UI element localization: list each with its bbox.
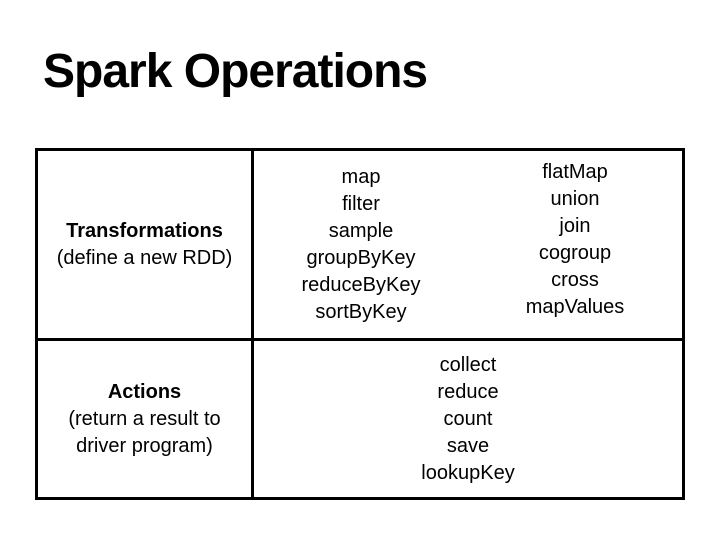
actions-operations-cell: collect reduce count save lookupKey (254, 341, 682, 497)
operation-item: cross (551, 268, 599, 291)
transformations-header-cell: Transformations (define a new RDD) (38, 151, 254, 341)
operation-item: save (446, 434, 490, 457)
operation-item: sortByKey (315, 300, 407, 323)
operation-item: collect (439, 353, 497, 376)
operation-item: union (550, 187, 600, 210)
actions-operations-list: collect reduce count save lookupKey (421, 352, 514, 487)
operation-item: count (443, 407, 493, 430)
transformations-operations-column-1: map filter sample groupByKey reduceByKey… (254, 164, 468, 326)
operation-item: map (341, 165, 381, 188)
transformations-operations-column-2: flatMap union join cogroup cross mapValu… (468, 159, 682, 321)
transformations-description: (define a new RDD) (56, 246, 233, 269)
actions-description-line-2: driver program) (76, 434, 213, 457)
slide-title: Spark Operations (43, 45, 428, 98)
operation-item: sample (328, 219, 394, 242)
actions-label: Actions (107, 380, 182, 403)
operation-item: groupByKey (306, 246, 416, 269)
actions-header-cell: Actions (return a result to driver progr… (38, 341, 254, 497)
operation-item: filter (342, 192, 380, 215)
operation-item: lookupKey (421, 461, 515, 484)
operation-item: cogroup (538, 241, 612, 264)
transformations-operations-cell: map filter sample groupByKey reduceByKey… (254, 151, 682, 341)
operation-item: join (559, 214, 591, 237)
operation-item: mapValues (525, 295, 625, 318)
operations-table: Transformations (define a new RDD) map f… (35, 148, 685, 500)
operation-item: flatMap (542, 160, 608, 183)
transformations-label: Transformations (66, 219, 223, 242)
operation-item: reduce (437, 380, 499, 403)
operation-item: reduceByKey (301, 273, 421, 296)
actions-description-line-1: (return a result to (68, 407, 221, 430)
